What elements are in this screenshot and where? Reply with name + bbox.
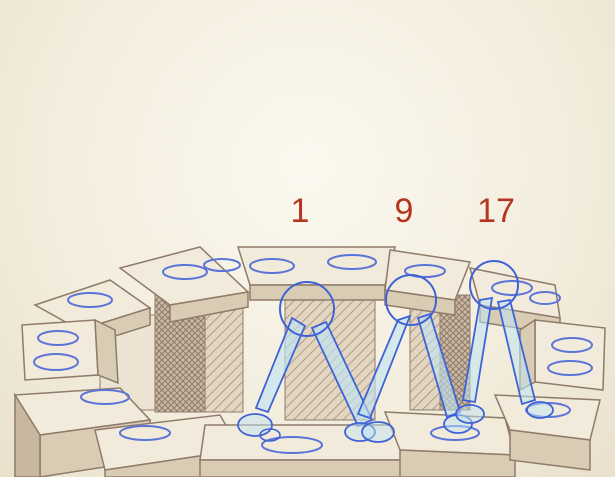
- frame-number-label: 1: [291, 192, 310, 230]
- block-back-center: [238, 247, 395, 300]
- frame-number-label: 17: [477, 192, 515, 230]
- frame-number-label: 9: [395, 192, 414, 230]
- figure-foot: [527, 402, 553, 418]
- block-right-side: [520, 320, 605, 390]
- figure-foot: [456, 405, 484, 423]
- frame-number-labels: 1 9 17: [291, 192, 515, 230]
- block-left-side: [22, 320, 118, 383]
- figure-foot: [362, 422, 394, 442]
- figure-foot: [238, 414, 272, 436]
